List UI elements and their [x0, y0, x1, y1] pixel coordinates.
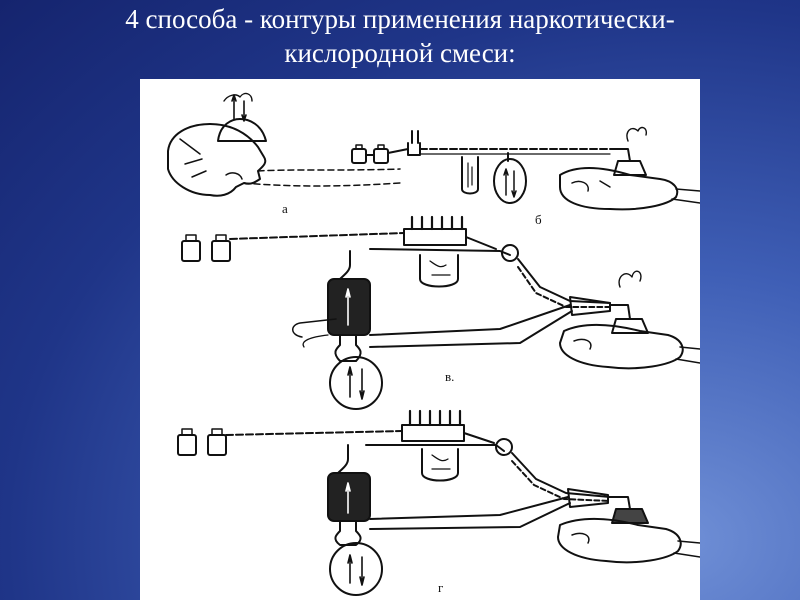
breathing-bag-d: [329, 542, 383, 596]
flowmeter-b: [407, 130, 421, 156]
gas-cylinder-b1: [351, 148, 367, 164]
flowmeter-block-c: [403, 228, 467, 246]
patient-head-c: [559, 323, 684, 370]
circuit-b: б: [351, 126, 700, 227]
breathing-bag-c: [329, 356, 383, 410]
patient-head-b: [559, 167, 679, 211]
valve-d: [495, 438, 513, 456]
co2-absorber-c: [327, 278, 371, 336]
y-piece-d: [567, 488, 609, 508]
gas-cylinder-c2: [211, 240, 231, 262]
vaporizer-b: [461, 156, 479, 195]
gas-cylinder-d2: [207, 434, 227, 456]
gas-cylinder-c1: [181, 240, 201, 262]
valve-c: [501, 244, 519, 262]
slide-title-line-1: 4 способа - контуры применения наркотиче…: [125, 4, 675, 34]
patient-head-d: [557, 517, 682, 564]
circuit-d: г: [177, 409, 700, 596]
vaporizer-c: [419, 254, 459, 288]
slide-title: 4 способа - контуры применения наркотиче…: [0, 2, 800, 70]
anesthesia-circuits-figure: а б: [140, 79, 700, 600]
patient-head-a: [167, 123, 267, 197]
y-piece-c: [569, 296, 611, 316]
gas-cylinder-d1: [177, 434, 197, 456]
panel-label-a: а: [282, 201, 288, 216]
circuit-c: в.: [181, 215, 700, 410]
breathing-bag-b: [493, 158, 527, 204]
co2-absorber-d: [327, 472, 371, 522]
mask-d: [611, 508, 649, 524]
panel-label-c: в.: [445, 369, 454, 384]
gas-cylinder-b2: [373, 148, 389, 164]
panel-label-d: г: [438, 580, 443, 595]
panel-label-b: б: [535, 212, 542, 227]
slide-title-line-2: кислородной смеси:: [284, 38, 516, 68]
mask-a: [217, 118, 267, 142]
vaporizer-d: [421, 448, 459, 482]
circuit-a: а: [167, 92, 401, 216]
flowmeter-block-d: [401, 424, 465, 442]
